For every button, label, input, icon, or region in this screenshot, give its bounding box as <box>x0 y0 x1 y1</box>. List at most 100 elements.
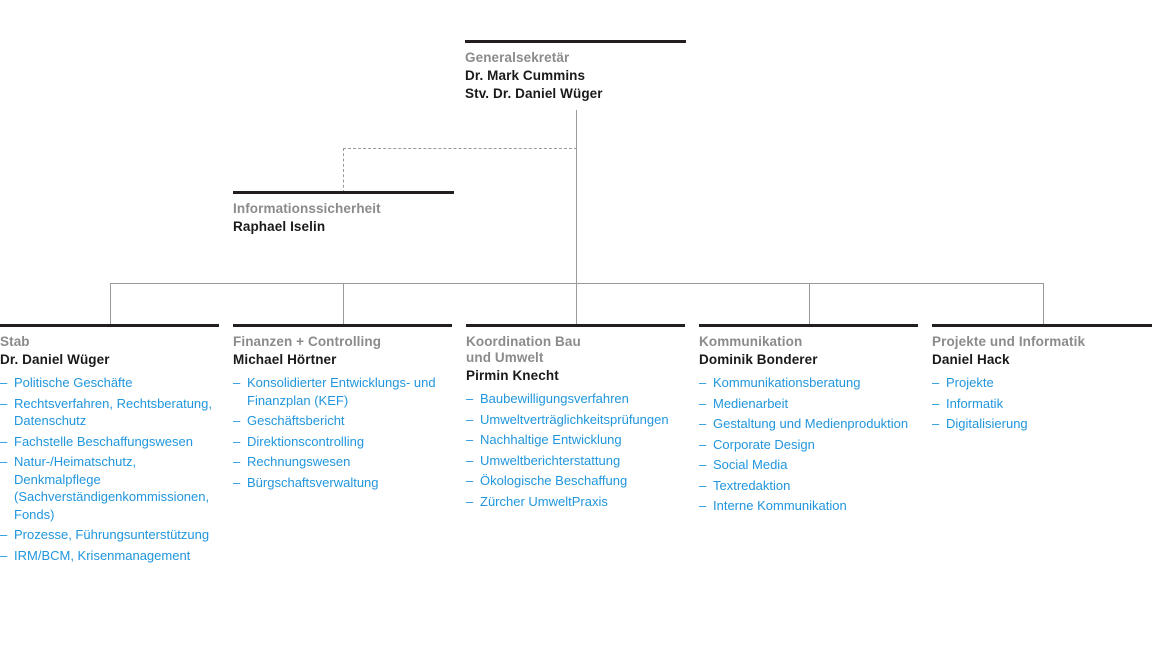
dash-bullet-icon: – <box>932 375 940 390</box>
task-item[interactable]: –Politische Geschäfte <box>0 374 219 392</box>
dash-bullet-icon: – <box>466 432 474 447</box>
task-item[interactable]: –Textredaktion <box>699 477 918 495</box>
dash-bullet-icon: – <box>233 474 241 490</box>
node-rule <box>233 324 452 327</box>
task-item[interactable]: –Ökologische Beschaffung <box>466 472 685 490</box>
task-item[interactable]: –Konsolidierter Entwicklungs- und Finanz… <box>233 374 452 409</box>
dash-bullet-icon: – <box>932 416 940 431</box>
distribution-bus <box>110 283 1044 284</box>
task-item[interactable]: –Informatik <box>932 395 1152 413</box>
task-list-projekte: –Projekte –Informatik –Digitalisierung <box>932 374 1152 433</box>
person-label: Dr. Daniel Wüger <box>0 352 110 367</box>
person-label: Raphael Iselin <box>233 219 326 234</box>
task-label: Rechtsverfahren, Rechtsberatung, Datensc… <box>14 395 212 429</box>
task-list-finanzen: –Konsolidierter Entwicklungs- und Finanz… <box>233 374 452 491</box>
task-item[interactable]: –Medienarbeit <box>699 395 918 413</box>
node-rule <box>466 324 685 327</box>
task-item[interactable]: –Geschäftsbericht <box>233 412 452 430</box>
person-deputy: Stv. Dr. Daniel Wüger <box>465 86 603 101</box>
task-label: Zürcher UmweltPraxis <box>480 493 608 509</box>
task-label: Baubewilligungsverfahren <box>480 391 629 406</box>
dash-bullet-icon: – <box>699 436 707 452</box>
dashed-branch-horizontal <box>343 148 577 149</box>
task-item[interactable]: –Corporate Design <box>699 436 918 454</box>
node-generalsekretaer: Generalsekretär Dr. Mark Cummins Stv. Dr… <box>465 40 686 103</box>
drop-line-finanzen <box>343 283 344 325</box>
dash-bullet-icon: – <box>699 498 707 513</box>
task-label: Ökologische Beschaffung <box>480 473 628 488</box>
unit-label: Kommunikation <box>699 334 803 349</box>
task-item[interactable]: –Projekte <box>932 374 1152 392</box>
dash-bullet-icon: – <box>699 416 707 431</box>
task-item[interactable]: –Direktionscontrolling <box>233 433 452 451</box>
node-kommunikation: Kommunikation Dominik Bonderer –Kommunik… <box>699 324 918 518</box>
task-label: Rechnungswesen <box>247 454 351 469</box>
task-label: Direktionscontrolling <box>247 433 365 449</box>
node-informationssicherheit: Informationssicherheit Raphael Iselin <box>233 191 454 235</box>
dash-bullet-icon: – <box>0 454 8 469</box>
task-label: Natur-/Heimatschutz, Denkmalpflege (Sach… <box>14 454 210 522</box>
task-item[interactable]: –Rechnungswesen <box>233 453 452 471</box>
task-item[interactable]: –Digitalisierung <box>932 415 1152 433</box>
task-item[interactable]: –Fachstelle Beschaffungswesen <box>0 433 219 451</box>
dash-bullet-icon: – <box>466 411 474 427</box>
task-label: Prozesse, Führungsunterstützung <box>14 527 210 542</box>
dash-bullet-icon: – <box>699 477 707 493</box>
node-finanzen-controlling: Finanzen + Controlling Michael Hörtner –… <box>233 324 452 494</box>
dash-bullet-icon: – <box>466 493 474 509</box>
task-label: Umweltberichterstattung <box>480 452 621 468</box>
task-label: Bürgschaftsverwaltung <box>247 474 379 490</box>
node-rule <box>465 40 686 43</box>
task-item[interactable]: –Natur-/Heimatschutz, Denkmalpflege (Sac… <box>0 453 219 523</box>
task-item[interactable]: –Umweltverträglichkeitsprüfungen <box>466 411 685 429</box>
dash-bullet-icon: – <box>0 375 8 390</box>
task-label: Medienarbeit <box>713 395 789 411</box>
task-label: Fachstelle Beschaffungswesen <box>14 433 193 449</box>
task-label: Social Media <box>713 457 788 472</box>
dash-bullet-icon: – <box>466 391 474 406</box>
dash-bullet-icon: – <box>233 413 241 428</box>
task-label: Projekte <box>946 375 994 390</box>
person-name: Dr. Mark Cummins <box>465 68 586 83</box>
node-projekte-informatik: Projekte und Informatik Daniel Hack –Pro… <box>932 324 1152 436</box>
dash-bullet-icon: – <box>233 454 241 469</box>
task-item[interactable]: –Interne Kommunikation <box>699 497 918 515</box>
unit-label: Informationssicherheit <box>233 201 381 216</box>
drop-line-bau <box>576 283 577 325</box>
task-item[interactable]: –Bürgschaftsverwaltung <box>233 474 452 492</box>
dash-bullet-icon: – <box>0 547 8 563</box>
dash-bullet-icon: – <box>466 473 474 488</box>
task-item[interactable]: –Baubewilligungsverfahren <box>466 390 685 408</box>
task-item[interactable]: –Nachhaltige Entwicklung <box>466 431 685 449</box>
unit-label: Finanzen + Controlling <box>233 334 382 349</box>
task-label: Nachhaltige Entwicklung <box>480 432 622 447</box>
node-rule <box>699 324 918 327</box>
task-item[interactable]: –IRM/BCM, Krisenmanagement <box>0 547 219 565</box>
unit-label: Generalsekretär <box>465 50 570 65</box>
dash-bullet-icon: – <box>233 433 241 449</box>
person-label: Dominik Bonderer <box>699 352 818 367</box>
task-item[interactable]: –Umweltberichterstattung <box>466 452 685 470</box>
task-label: Interne Kommunikation <box>713 498 847 513</box>
dash-bullet-icon: – <box>932 395 940 411</box>
unit-label: Stab <box>0 334 30 349</box>
dash-bullet-icon: – <box>0 527 8 542</box>
task-label: Politische Geschäfte <box>14 375 133 390</box>
node-rule <box>233 191 454 194</box>
node-stab: Stab Dr. Daniel Wüger –Politische Geschä… <box>0 324 219 567</box>
task-item[interactable]: –Gestaltung und Medienproduktion <box>699 415 918 433</box>
task-item[interactable]: –Prozesse, Führungsunterstützung <box>0 526 219 544</box>
task-item[interactable]: –Kommunikationsberatung <box>699 374 918 392</box>
person-label: Daniel Hack <box>932 352 1010 367</box>
task-list-bau: –Baubewilligungsverfahren –Umweltverträg… <box>466 390 685 510</box>
task-label: Digitalisierung <box>946 416 1028 431</box>
task-label: Geschäftsbericht <box>247 413 345 428</box>
node-koordination-bau-umwelt: Koordination Bau und Umwelt Pirmin Knech… <box>466 324 685 513</box>
person-label: Michael Hörtner <box>233 352 337 367</box>
drop-line-stab <box>110 283 111 325</box>
trunk-line-upper <box>576 110 577 283</box>
task-item[interactable]: –Social Media <box>699 456 918 474</box>
task-item[interactable]: –Zürcher UmweltPraxis <box>466 493 685 511</box>
task-item[interactable]: –Rechtsverfahren, Rechtsberatung, Datens… <box>0 395 219 430</box>
